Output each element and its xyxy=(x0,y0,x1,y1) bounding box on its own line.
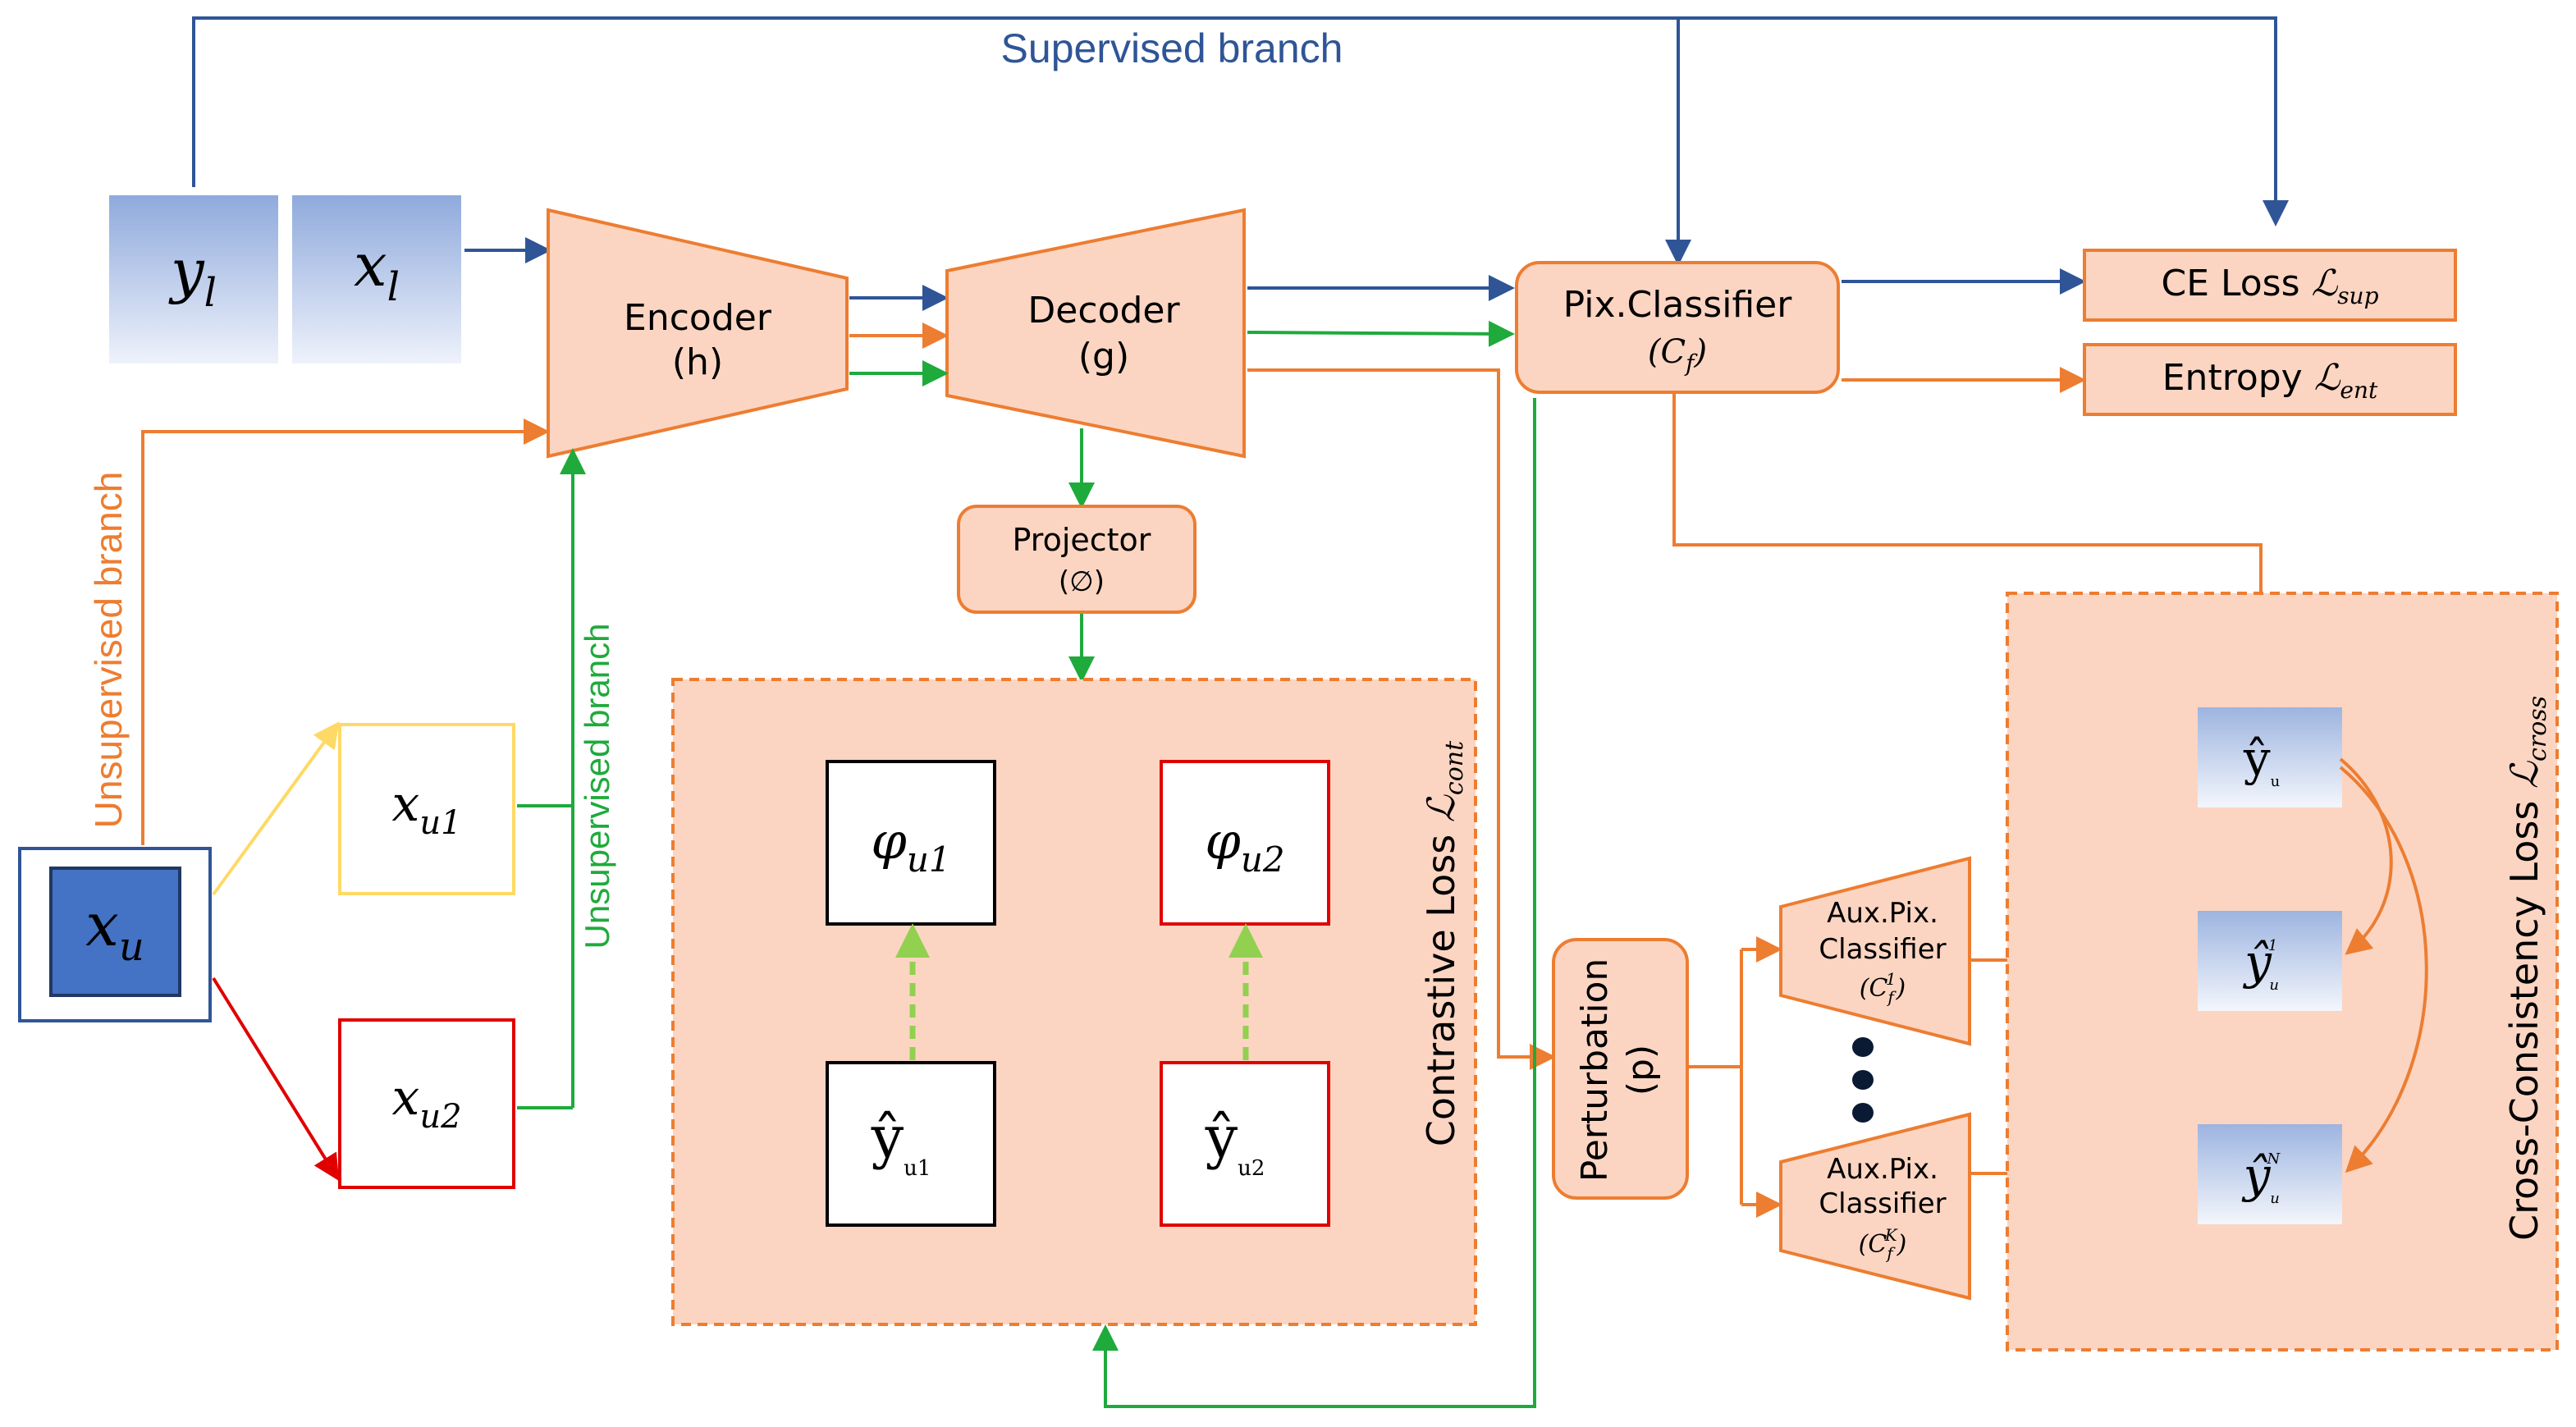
ellipsis-dots xyxy=(1852,1037,1874,1123)
perturbation-block: Perturbation (p) xyxy=(1552,938,1689,1200)
entropy-loss-box: Entropy ℒent xyxy=(2083,343,2457,416)
consistency-arrows xyxy=(2339,757,2428,1173)
svg-text:(Cf1): (Cf1) xyxy=(1860,969,1906,1007)
svg-text:(CfK): (CfK) xyxy=(1859,1225,1907,1263)
supervised-branch-line xyxy=(192,16,2289,226)
unsupervised-outer-label: Unsupervised branch xyxy=(87,472,130,829)
svg-text:Pix.Classifier: Pix.Classifier xyxy=(1563,284,1793,326)
contrastive-loss-label: Contrastive Loss ℒcont xyxy=(1419,740,1469,1146)
aux-classifier-1: Aux.Pix. Classifier (Cf1) xyxy=(1779,856,1971,1046)
svg-text:xl: xl xyxy=(354,231,400,310)
svg-text:Decoder: Decoder xyxy=(1027,290,1180,332)
perturbation-to-aux-arrows xyxy=(1689,936,1782,1218)
svg-text:(h): (h) xyxy=(672,341,723,383)
xl-input: xl xyxy=(292,195,461,364)
svg-text:ŷNu: ŷNu xyxy=(2241,1147,2281,1207)
svg-text:φu1: φu1 xyxy=(871,811,950,880)
svg-text:Projector: Projector xyxy=(1013,522,1151,558)
svg-text:Aux.Pix.: Aux.Pix. xyxy=(1827,1153,1938,1186)
svg-text:Encoder: Encoder xyxy=(624,297,772,339)
ce-loss-box: CE Loss ℒsup xyxy=(2083,249,2457,322)
ellipsis-dot-2 xyxy=(1852,1070,1874,1090)
xu2-input: xu2 xyxy=(338,1018,515,1189)
svg-text:(g): (g) xyxy=(1078,336,1129,377)
yhat-u1-box: ŷu1 xyxy=(826,1061,996,1227)
svg-text:Aux.Pix.: Aux.Pix. xyxy=(1827,897,1938,930)
unsupervised-inner-branch xyxy=(517,448,586,1109)
ellipsis-dot-3 xyxy=(1852,1103,1874,1123)
unsupervised-outer-arrow xyxy=(141,418,550,845)
svg-text:Entropy ℒent: Entropy ℒent xyxy=(2162,357,2378,404)
decoder-block: Decoder (g) xyxy=(945,208,1246,459)
xu-to-xu2-arrow xyxy=(212,976,340,1182)
consistency-arrow-auxN xyxy=(2339,766,2428,1173)
svg-text:Classifier: Classifier xyxy=(1819,1187,1946,1220)
aux-classifier-k: Aux.Pix. Classifier (CfK) xyxy=(1779,1112,1971,1301)
xu-input: xu xyxy=(18,847,212,1022)
xu1-input: xu1 xyxy=(338,723,515,895)
svg-text:CE Loss ℒsup: CE Loss ℒsup xyxy=(2161,263,2378,309)
svg-text:ŷu: ŷu xyxy=(2243,730,2280,790)
svg-text:xu: xu xyxy=(85,890,144,970)
decoder-to-perturbation-arrow xyxy=(1247,368,1556,1070)
phi-u2-box: φu2 xyxy=(1160,760,1330,926)
supervised-branch xyxy=(192,16,2289,311)
svg-text:ŷu1: ŷu1 xyxy=(871,1104,931,1181)
svg-text:ŷu2: ŷu2 xyxy=(1205,1104,1265,1181)
svg-text:Perturbation: Perturbation xyxy=(1574,958,1616,1182)
supervised-branch-label: Supervised branch xyxy=(1001,25,1343,71)
phi-u1-box: φu1 xyxy=(826,760,996,926)
svg-text:xu1: xu1 xyxy=(391,775,461,842)
svg-text:φu2: φu2 xyxy=(1205,811,1284,880)
encoder-block: Encoder (h) xyxy=(547,208,849,459)
svg-text:yl: yl xyxy=(168,236,217,316)
svg-text:ŷ1u: ŷ1u xyxy=(2242,934,2279,994)
svg-text:(∅): (∅) xyxy=(1059,565,1105,598)
contrastive-region: Contrastive Loss ℒcont xyxy=(671,678,1477,1326)
cross-consistency-label: Cross-Consistency Loss ℒcross xyxy=(2502,696,2552,1241)
decoder-to-classifier-green-arrow xyxy=(1247,320,1515,347)
xu-to-xu1-arrow xyxy=(212,721,340,896)
svg-text:xu2: xu2 xyxy=(391,1069,461,1136)
svg-text:Classifier: Classifier xyxy=(1819,933,1946,966)
yhat-u2-box: ŷu2 xyxy=(1160,1061,1330,1227)
projector-block: Projector (∅) xyxy=(957,505,1196,614)
svg-text:(Cf): (Cf) xyxy=(1648,333,1707,377)
classifier-to-contrastive-green-arrow xyxy=(1092,398,1536,1408)
yl-input: yl xyxy=(109,195,278,364)
pix-classifier-block: Pix.Classifier (Cf) xyxy=(1515,261,1840,394)
ellipsis-dot-1 xyxy=(1852,1037,1874,1057)
consistency-arrow-aux1 xyxy=(2339,757,2393,955)
yhat-main-box: ŷu xyxy=(2198,707,2342,807)
unsupervised-inner-label: Unsupervised branch xyxy=(578,624,616,949)
svg-text:(p): (p) xyxy=(1620,1045,1662,1095)
